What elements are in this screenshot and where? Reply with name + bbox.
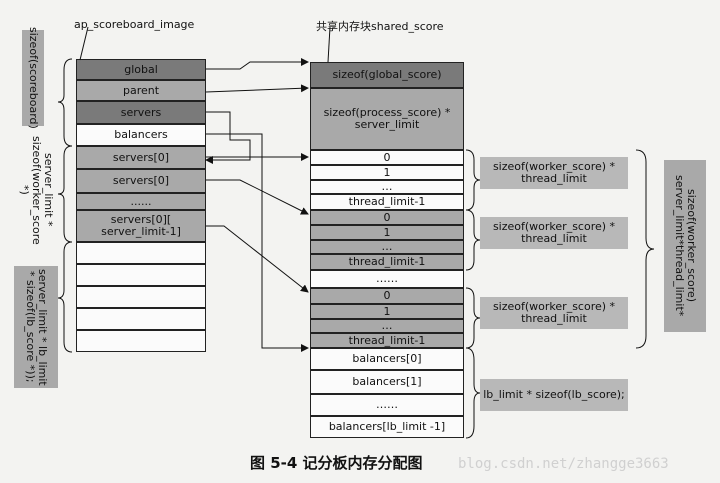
left-title: ap_scoreboard_image (74, 18, 195, 31)
balancer-cell: …… (310, 394, 464, 416)
parent-arrow (205, 84, 309, 93)
lb-size-note: lb_limit * sizeof(lb_score); (480, 379, 628, 411)
group2-brace (465, 209, 481, 271)
shared-global-cell: sizeof(global_score) (310, 62, 464, 88)
image-servers0a-cell: servers[0] (76, 146, 206, 169)
worker-slot-cell: 0 (310, 150, 464, 165)
worker-slot-cell: … (310, 319, 464, 333)
group3-brace (465, 287, 481, 349)
shared-process-cell: sizeof(process_score) * server_limit (310, 88, 464, 150)
worker-slot-cell: thread_limit-1 (310, 194, 464, 210)
servers-last-arrow (206, 225, 309, 293)
balancer-cell: balancers[lb_limit -1] (310, 416, 464, 438)
lb-size-label: server_limit * lb_limit * sizeof(lb_scor… (14, 266, 58, 388)
image-lb-slot (76, 286, 206, 308)
right-title-pointer (327, 26, 331, 63)
worker-size-note: sizeof(worker_score) * thread_limit (480, 157, 628, 189)
worker-slot-cell: thread_limit-1 (310, 254, 464, 270)
worker-gap-cell: …… (310, 270, 464, 288)
balancers-brace (465, 347, 481, 439)
worker-slot-cell: … (310, 240, 464, 254)
image-lb-slot (76, 264, 206, 286)
worker-slot-cell: 0 (310, 288, 464, 304)
worker-slot-cell: 1 (310, 165, 464, 180)
balancer-cell: balancers[0] (310, 348, 464, 370)
worker-slot-cell: 1 (310, 225, 464, 240)
image-lb-slot (76, 242, 206, 264)
worker-slot-cell: thread_limit-1 (310, 333, 464, 348)
worker-slot-cell: 1 (310, 304, 464, 319)
scoreboard-brace (57, 58, 73, 147)
image-dots-cell: ...... (76, 193, 206, 210)
watermark: blog.csdn.net/zhangge3663 (458, 456, 669, 472)
worker-size-note: sizeof(worker_score) * thread_limit (480, 297, 628, 329)
lb-brace (57, 241, 73, 353)
balancers-arrow (206, 133, 309, 352)
global-arrow (206, 58, 309, 70)
balancer-cell: balancers[1] (310, 370, 464, 394)
image-lb-slot (76, 308, 206, 330)
image-global-cell: global (76, 59, 206, 80)
image-lb-slot (76, 330, 206, 352)
image-parent-cell: parent (76, 80, 206, 101)
servers-brace (57, 145, 73, 243)
image-balancers-cell: balancers (76, 124, 206, 146)
servers-arrow (205, 111, 251, 164)
right-title: 共享内存块shared_score (316, 20, 444, 33)
image-servers-cell: servers (76, 101, 206, 124)
worker-slot-cell: 0 (310, 210, 464, 225)
servers-size-label: server_limit * sizeof(worker_score *) (18, 135, 55, 245)
image-servers0b-cell: servers[0] (76, 169, 206, 193)
worker-size-note: sizeof(worker_score) * thread_limit (480, 217, 628, 249)
worker-slot-cell: … (310, 180, 464, 194)
servers0b-arrow (206, 179, 309, 215)
total-worker-size-label: server_limit*thread_limit* sizeof(worker… (664, 160, 706, 332)
group1-brace (465, 149, 481, 211)
image-servers-last-cell: servers[0][ server_limit-1] (76, 210, 206, 242)
figure-caption: 图 5-4 记分板内存分配图 (250, 454, 423, 472)
left-title-pointer (79, 26, 89, 61)
total-brace (635, 149, 655, 349)
scoreboard-size-label: sizeof(scoreboard) (22, 27, 44, 129)
